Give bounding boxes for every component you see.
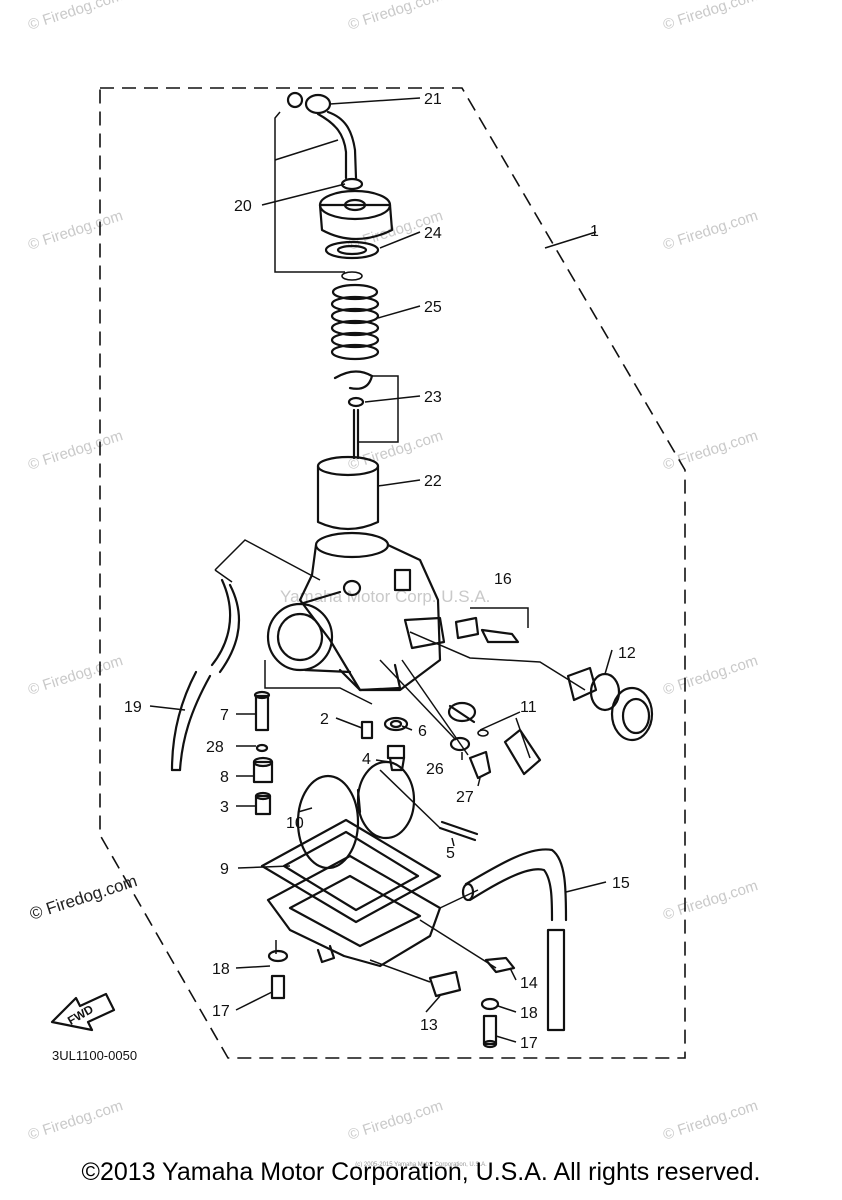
callout-9: 9 bbox=[220, 861, 229, 878]
callout-6: 6 bbox=[418, 723, 427, 740]
carburetor-body-part bbox=[266, 531, 446, 692]
callout-5: 5 bbox=[446, 845, 455, 862]
screw-washer-parts bbox=[267, 949, 500, 1049]
washer-part bbox=[449, 736, 471, 752]
callout-2: 2 bbox=[320, 711, 329, 728]
watermark: © Firedog.com bbox=[661, 1097, 760, 1144]
watermark-dark: © Firedog.com bbox=[27, 871, 139, 924]
callout-26: 26 bbox=[426, 761, 444, 778]
cable-adjuster-part bbox=[286, 91, 364, 191]
bracket-part bbox=[484, 956, 516, 974]
callout-23: 23 bbox=[424, 389, 442, 406]
callout-4: 4 bbox=[362, 751, 371, 768]
pilot-jet-parts bbox=[360, 716, 409, 772]
leader-lines bbox=[149, 97, 613, 1043]
fwd-arrow: FWD bbox=[50, 992, 116, 1032]
callout-24: 24 bbox=[424, 225, 442, 242]
callout-28: 28 bbox=[206, 739, 224, 756]
copyright-notice: ©2013 Yamaha Motor Corporation, U.S.A. A… bbox=[81, 1158, 761, 1186]
screw-part bbox=[468, 750, 492, 780]
watermark: © Firedog.com bbox=[346, 1097, 445, 1144]
callout-11: 11 bbox=[520, 699, 537, 716]
assembly-boundary bbox=[99, 87, 686, 1059]
pilot-screw-part bbox=[447, 701, 542, 776]
float-part bbox=[296, 760, 479, 870]
watermark: © Firedog.com bbox=[346, 0, 445, 34]
callout-10: 10 bbox=[286, 815, 304, 832]
callout-13: 13 bbox=[420, 1017, 438, 1034]
mixing-chamber-top-part bbox=[318, 189, 394, 281]
diagram-code: 3UL1100-0050 bbox=[52, 1048, 137, 1063]
callout-17: 17 bbox=[212, 1003, 230, 1020]
callout-18: 18 bbox=[212, 961, 230, 978]
callout-8: 8 bbox=[220, 769, 229, 786]
callout-7: 7 bbox=[220, 707, 229, 724]
callout-19: 19 bbox=[124, 699, 142, 716]
callout-15: 15 bbox=[612, 875, 630, 892]
watermark: © Firedog.com bbox=[26, 652, 125, 699]
watermark: © Firedog.com bbox=[661, 0, 760, 34]
watermark: © Firedog.com bbox=[26, 1097, 125, 1144]
vent-hose-part bbox=[170, 578, 240, 772]
watermark: © Firedog.com bbox=[661, 427, 760, 474]
tiny-credit: (c) 2005-2015 Yamaha Motor Corporation, … bbox=[355, 1162, 487, 1168]
air-screw-part bbox=[454, 616, 520, 644]
watermark: © Firedog.com bbox=[26, 427, 125, 474]
callout-12: 12 bbox=[618, 645, 636, 662]
overflow-hose-part bbox=[461, 848, 568, 1032]
callout-20: 20 bbox=[234, 198, 252, 215]
jet-parts bbox=[252, 690, 274, 816]
callout-labels: 21 20 24 1 25 23 22 16 12 19 7 2 6 11 28… bbox=[124, 91, 636, 1052]
watermark: © Firedog.com bbox=[26, 0, 125, 34]
watermark: © Firedog.com bbox=[661, 877, 760, 924]
watermark: © Firedog.com bbox=[346, 427, 445, 474]
watermark-overlay: Yamaha Motor Corp. U.S.A. bbox=[280, 587, 490, 606]
callout-25: 25 bbox=[424, 299, 442, 316]
watermark-layer: © Firedog.com © Firedog.com © Firedog.co… bbox=[26, 0, 760, 1144]
callout-27: 27 bbox=[456, 789, 474, 806]
callout-18: 18 bbox=[520, 1005, 538, 1022]
callout-3: 3 bbox=[220, 799, 229, 816]
callout-22: 22 bbox=[424, 473, 442, 490]
throttle-valve-part bbox=[316, 455, 380, 531]
callout-14: 14 bbox=[520, 975, 538, 992]
callout-21: 21 bbox=[424, 91, 442, 108]
starter-plunger-part bbox=[566, 666, 654, 742]
drain-screw-part bbox=[428, 970, 462, 998]
watermark: © Firedog.com bbox=[26, 207, 125, 254]
callout-17: 17 bbox=[520, 1035, 538, 1052]
callout-16: 16 bbox=[494, 571, 512, 588]
watermark: © Firedog.com bbox=[661, 652, 760, 699]
jet-needle-part bbox=[333, 370, 374, 460]
float-chamber-part bbox=[266, 854, 442, 968]
float-chamber-gasket-part bbox=[260, 818, 442, 924]
callout-1: 1 bbox=[590, 223, 599, 240]
throttle-spring-part bbox=[330, 283, 380, 361]
watermark: © Firedog.com bbox=[661, 207, 760, 254]
